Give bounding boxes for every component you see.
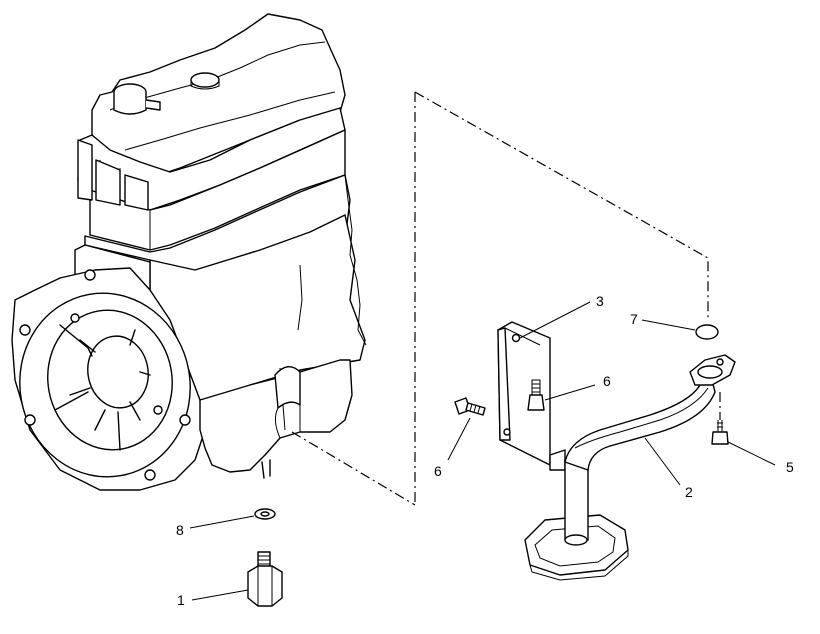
callout-5-label: 5 [786, 459, 794, 475]
boundary-line [414, 91, 709, 318]
callout-8-label: 8 [176, 522, 184, 538]
callout-3: 3 [519, 293, 604, 339]
callout-6-lower: 6 [434, 417, 471, 479]
callout-2-label: 2 [685, 484, 693, 500]
callout-8: 8 [176, 515, 255, 538]
part-bolt-bracket [527, 379, 545, 411]
boundary-line [291, 431, 416, 506]
part-drain-plug-adapter [247, 551, 283, 607]
callout-1: 1 [177, 589, 249, 608]
callout-6-upper: 6 [544, 373, 611, 401]
part-bolt-side [454, 397, 486, 416]
callout-5: 5 [727, 441, 794, 475]
callout-2: 2 [644, 437, 693, 500]
callout-6-lower-label: 6 [434, 463, 442, 479]
callout-7: 7 [630, 311, 696, 331]
callout-6-upper-label: 6 [603, 373, 611, 389]
callout-7-label: 7 [630, 311, 638, 327]
part-oil-strainer [524, 354, 736, 581]
part-bolt-flange [711, 392, 729, 445]
part-o-ring [695, 324, 719, 340]
engine-block [11, 13, 367, 491]
callout-1-label: 1 [177, 592, 185, 608]
callout-3-label: 3 [596, 293, 604, 309]
part-washer [254, 508, 276, 520]
part-bracket [497, 321, 566, 471]
